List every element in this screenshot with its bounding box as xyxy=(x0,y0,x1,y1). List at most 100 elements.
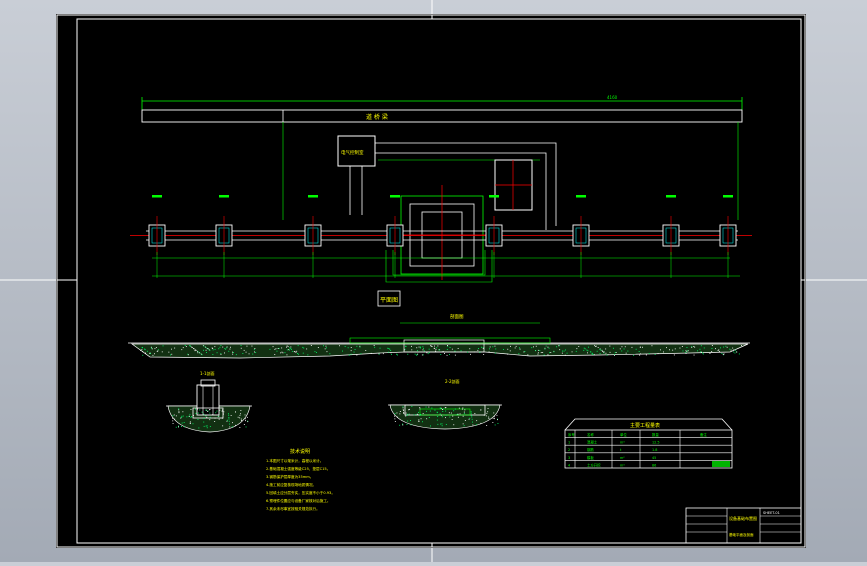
hatch-dot xyxy=(533,346,534,348)
hatch-dot xyxy=(700,351,701,353)
hatch-dot xyxy=(410,424,412,426)
hatch-dot xyxy=(624,346,626,348)
hatch-dot xyxy=(495,348,497,350)
hatch-dot xyxy=(286,349,288,351)
hatch-dot xyxy=(325,345,327,347)
hatch-dot xyxy=(280,352,282,354)
hatch-dot xyxy=(422,354,424,356)
hatch-dot xyxy=(584,348,586,350)
hatch-dot xyxy=(440,423,442,425)
hatch-dot xyxy=(711,345,713,346)
hatch-dot xyxy=(699,348,701,350)
hatch-dot xyxy=(307,354,309,356)
table-cell-r3-c2: m² xyxy=(620,456,625,460)
hatch-dot xyxy=(195,408,196,410)
hatch-dot xyxy=(246,416,248,418)
hatch-dot xyxy=(717,350,719,351)
hatch-dot xyxy=(178,409,180,411)
top-beam[interactable] xyxy=(141,109,743,123)
hatch-dot xyxy=(523,351,525,353)
hatch-dot xyxy=(402,424,404,426)
hatch-dot xyxy=(379,347,381,349)
hatch-dot xyxy=(388,351,390,353)
hatch-dot xyxy=(449,416,451,418)
hatch-dot xyxy=(195,349,196,351)
note-line-5: 5.回填土应分层夯实，压实度不小于0.93。 xyxy=(266,490,335,495)
hatch-dot xyxy=(146,350,148,352)
hatch-dot xyxy=(154,348,156,350)
hatch-dot xyxy=(272,346,274,348)
hatch-dot xyxy=(235,411,236,413)
hatch-dot xyxy=(556,346,558,348)
hatch-dot xyxy=(639,346,641,348)
hatch-dot xyxy=(507,353,509,355)
hatch-dot xyxy=(397,416,398,418)
hatch-dot xyxy=(204,346,206,348)
hatch-dot xyxy=(595,345,597,347)
hatch-dot xyxy=(405,345,407,347)
hatch-dot xyxy=(403,413,405,414)
table-highlight-cell xyxy=(712,461,730,467)
hatch-dot xyxy=(440,407,442,409)
hatch-dot xyxy=(209,426,211,427)
hatch-dot xyxy=(212,354,214,355)
hatch-dot xyxy=(587,352,588,354)
hatch-dot xyxy=(447,345,448,346)
hatch-dot xyxy=(230,415,232,416)
hatch-dot xyxy=(444,353,445,354)
anchor-tag-5 xyxy=(489,195,499,198)
small-section[interactable]: 1-1剖面 xyxy=(166,370,252,433)
hatch-dot xyxy=(458,407,460,409)
pit-dim-bracket-2 xyxy=(392,250,486,276)
hatch-dot xyxy=(474,351,475,353)
plan-view[interactable]: 4160 道 桥 梁 电气控制室 xyxy=(130,95,752,307)
hatch-dot xyxy=(206,348,208,349)
hatch-dot xyxy=(564,354,566,356)
hatch-dot xyxy=(172,417,173,419)
hatch-dot xyxy=(429,410,431,412)
hatch-dot xyxy=(450,412,452,414)
hatch-dot xyxy=(224,348,226,349)
hatch-dot xyxy=(326,351,328,353)
hatch-dot xyxy=(492,346,494,348)
big-section[interactable]: 2-2剖面 xyxy=(388,378,502,430)
hatch-dot xyxy=(274,348,276,350)
hatch-dot xyxy=(549,352,551,354)
hatch-dot xyxy=(625,352,627,354)
equipment-box[interactable] xyxy=(337,135,376,167)
hatch-dot xyxy=(214,421,216,422)
hatch-dot xyxy=(226,346,228,348)
hatch-dot xyxy=(559,345,561,347)
hatch-dot xyxy=(228,417,230,418)
hatch-dot xyxy=(149,353,151,354)
hatch-dot xyxy=(324,348,326,350)
table-cell-r2-c0: 2 xyxy=(568,448,570,452)
hatch-dot xyxy=(685,350,687,352)
dim-top-text: 4160 xyxy=(607,95,618,100)
hatch-dot xyxy=(449,354,450,355)
longitudinal-section[interactable]: 剖面图 xyxy=(128,313,750,359)
hatch-dot xyxy=(553,351,555,353)
hatch-dot xyxy=(289,347,291,349)
hatch-dot xyxy=(240,413,241,415)
hatch-dot xyxy=(399,424,401,426)
hatch-dot xyxy=(420,346,422,348)
hatch-dot xyxy=(460,350,462,352)
hatch-dot xyxy=(316,352,317,353)
hatch-dot xyxy=(195,349,197,351)
hatch-dot xyxy=(519,347,520,349)
hatch-dot xyxy=(462,415,464,417)
hatch-dot xyxy=(457,413,459,415)
hatch-dot xyxy=(416,347,418,349)
hatch-dot xyxy=(203,425,205,427)
title-block[interactable]: 设备基础布置图 基础平面及剖面 SHEET-01 xyxy=(685,507,802,544)
quantity-table[interactable]: 主要工程量表 序号 名称 单位 数量 备注 1 混凝土 m³ 12.5 2 钢筋… xyxy=(564,418,733,469)
hatch-dot xyxy=(183,422,185,423)
hatch-dot xyxy=(566,352,568,354)
hatch-dot xyxy=(205,347,207,348)
hatch-dot xyxy=(446,354,448,356)
hatch-dot xyxy=(483,354,485,355)
hatch-dot xyxy=(178,412,180,414)
